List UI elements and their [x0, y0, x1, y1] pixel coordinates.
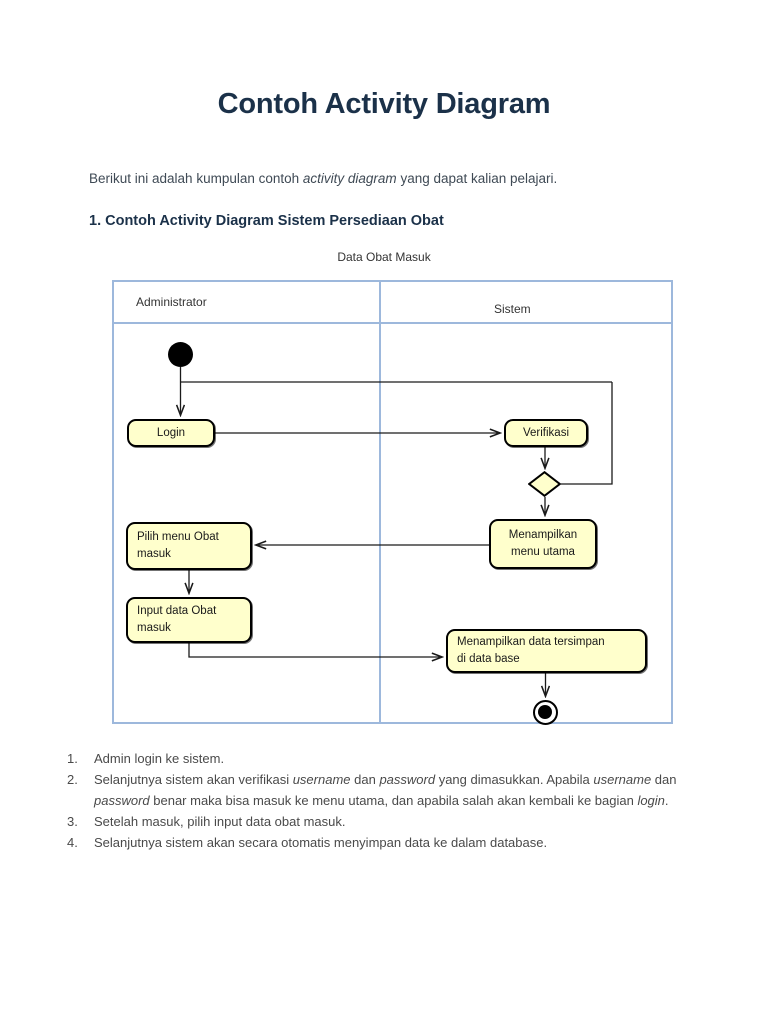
- activity-pilih-menu-line2: masuk: [137, 548, 171, 560]
- step-text-run: Setelah masuk, pilih input data obat mas…: [94, 814, 346, 830]
- lane-title-sistem: Sistem: [494, 302, 531, 316]
- step-item: 4. Selanjutnya sistem akan secara otomati…: [63, 832, 703, 853]
- step-number: 3.: [67, 814, 78, 830]
- step-text: Selanjutnya sistem akan verifikasi usern…: [94, 772, 676, 808]
- step-text-run: yang dimasukkan. Apabila: [435, 772, 594, 788]
- step-text-emphasis: password: [379, 772, 436, 788]
- activity-tersimpan-line1: Menampilkan data tersimpan: [457, 636, 605, 649]
- activity-menu-utama-line2: menu utama: [511, 546, 575, 558]
- start-node-icon: [168, 342, 193, 367]
- lane-title-administrator: Administrator: [136, 295, 207, 309]
- step-text-emphasis: password: [94, 793, 150, 809]
- steps-list: 1. Admin login ke sistem. 2. Selanjutnya si…: [63, 748, 703, 853]
- activity-input-data-line1: Input data Obat: [137, 605, 217, 618]
- page-title: Contoh Activity Diagram: [217, 88, 551, 120]
- intro-text-after: yang dapat kalian pelajari.: [396, 171, 558, 186]
- step-text-run: .: [664, 793, 669, 809]
- activity-tersimpan-line2: di data base: [457, 653, 520, 665]
- activity-input-data-obat-masuk[interactable]: Input data Obat masuk: [126, 597, 252, 643]
- step-text-run: dan: [350, 772, 380, 788]
- intro-paragraph: Berikut ini adalah kumpulan contoh activ…: [89, 170, 689, 189]
- lane-header-divider: [114, 322, 671, 324]
- decision-diamond[interactable]: [528, 471, 561, 497]
- end-node-icon: [533, 700, 558, 725]
- activity-menampilkan-data-tersimpan[interactable]: Menampilkan data tersimpan di data base: [446, 629, 647, 673]
- step-text-run: Selanjutnya sistem akan verifikasi: [94, 772, 293, 788]
- lane-vertical-divider: [379, 282, 381, 722]
- activity-pilih-menu-obat-masuk[interactable]: Pilih menu Obat masuk: [126, 522, 252, 570]
- activity-login[interactable]: Login: [127, 419, 215, 447]
- step-item: 3. Setelah masuk, pilih input data obat m…: [63, 811, 703, 832]
- step-text: Selanjutnya sistem akan secara otomatis …: [94, 835, 547, 850]
- step-number: 1.: [67, 751, 78, 766]
- activity-verifikasi[interactable]: Verifikasi: [504, 419, 588, 447]
- activity-input-data-line2: masuk: [137, 622, 171, 634]
- activity-diagram: Administrator Sistem: [112, 280, 673, 725]
- step-text-run: benar maka bisa masuk ke menu utama, dan…: [149, 793, 638, 809]
- activity-verifikasi-label: Verifikasi: [522, 426, 570, 439]
- diagram-caption: Data Obat Masuk: [337, 250, 431, 264]
- activity-menu-utama-line1: Menampilkan: [508, 529, 578, 542]
- step-number: 4.: [67, 835, 78, 851]
- step-item: 1. Admin login ke sistem.: [63, 748, 703, 769]
- step-number: 2.: [67, 772, 78, 788]
- step-text-emphasis: username: [593, 772, 652, 788]
- intro-emphasis: activity diagram: [302, 171, 397, 186]
- activity-pilih-menu-line1: Pilih menu Obat: [137, 531, 219, 544]
- step-text-run: dan: [651, 772, 677, 788]
- step-item: 2. Selanjutnya sistem akan verifikasi use…: [63, 769, 703, 811]
- step-text-run: Selanjutnya sistem akan secara otomatis …: [94, 835, 548, 851]
- step-text-emphasis: login: [637, 793, 665, 809]
- section-heading: 1. Contoh Activity Diagram Sistem Persed…: [89, 213, 444, 229]
- step-text-emphasis: username: [292, 772, 351, 788]
- step-text: Setelah masuk, pilih input data obat mas…: [94, 814, 345, 829]
- intro-text-before: Berikut ini adalah kumpulan contoh: [89, 171, 303, 186]
- activity-menampilkan-menu-utama[interactable]: Menampilkan menu utama: [489, 519, 597, 569]
- step-text-run: Admin login ke sistem.: [94, 751, 225, 766]
- activity-login-label: Login: [156, 426, 186, 439]
- step-text: Admin login ke sistem.: [94, 751, 224, 766]
